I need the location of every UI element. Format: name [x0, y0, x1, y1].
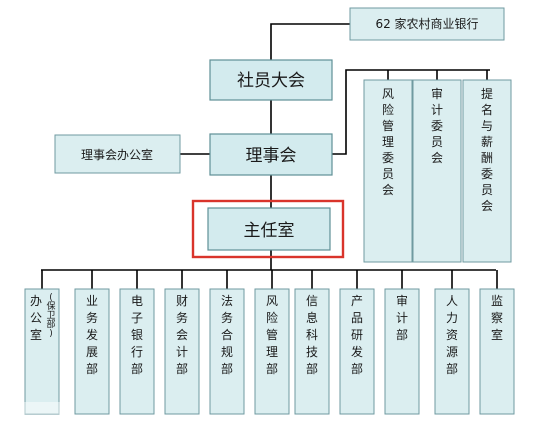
department-label: 办公室: [30, 293, 42, 342]
board-office-box: [54, 134, 181, 174]
committee-3: 提名与薪酬委员会: [462, 79, 512, 263]
committee-group: 风险管理委员会 审计委员会 提名与薪酬委员会: [363, 79, 512, 263]
department-box: [434, 288, 470, 415]
department-box: [254, 288, 290, 415]
department-label: 人力资源部: [446, 294, 458, 376]
general-assembly-box: [209, 59, 333, 101]
general-assembly-node: 社员大会: [209, 59, 333, 101]
department-box: [164, 288, 200, 415]
board-office-label: 理事会办公室: [81, 147, 153, 162]
watermark-logo: [5, 401, 70, 415]
department-label: 信息科技部: [306, 294, 318, 376]
department-label: 产品研发部: [351, 294, 363, 376]
department-group: 办公室 (保卫部) 业务发展部 电子银行部 财务会计部 法务合规部 风险管理部 信息科技部 产品…: [24, 288, 515, 415]
committee-label: 风险管理委员会: [382, 87, 394, 197]
board-label: 理事会: [246, 146, 297, 166]
watermark-mark: [24, 402, 70, 414]
watermark-icon: [5, 401, 19, 415]
committee-label: 审计委员会: [431, 86, 443, 165]
department-3: 电子银行部: [119, 288, 155, 415]
bank-node: 62 家农村商业银行: [349, 7, 505, 41]
department-label: 风险管理部: [266, 294, 278, 376]
connector-lines: [41, 23, 498, 289]
committee-box: [363, 79, 413, 263]
committee-label: 提名与薪酬委员会: [481, 86, 493, 213]
department-label: 法务合规部: [221, 294, 233, 376]
bank-box: [349, 7, 505, 41]
department-box: [209, 288, 245, 415]
department-9: 审计部: [384, 288, 420, 415]
committee-2: 审计委员会: [412, 79, 462, 263]
department-7: 信息科技部: [294, 288, 330, 415]
connector-committee-bus: [332, 69, 490, 155]
board-node: 理事会: [209, 133, 333, 176]
board-office-node: 理事会办公室: [54, 134, 181, 174]
department-note: (保卫部): [46, 293, 55, 339]
department-label: 业务发展部: [86, 294, 98, 376]
department-box: [119, 288, 155, 415]
director-office-box: [207, 207, 331, 251]
department-2: 业务发展部: [74, 288, 110, 415]
department-8: 产品研发部: [339, 288, 375, 415]
department-box: [339, 288, 375, 415]
director-office-node: 主任室: [191, 199, 345, 259]
department-11: 监察室: [479, 288, 515, 415]
department-box: [24, 288, 60, 415]
department-5: 法务合规部: [209, 288, 245, 415]
connector-bank: [270, 23, 350, 60]
director-highlight-frame: [191, 199, 345, 259]
department-6: 风险管理部: [254, 288, 290, 415]
board-box: [209, 133, 333, 176]
department-label: 审计部: [396, 293, 408, 342]
department-box: [294, 288, 330, 415]
department-label: 财务会计部: [176, 294, 188, 376]
department-box: [384, 288, 420, 415]
committee-box: [412, 79, 462, 263]
department-label: 监察室: [491, 294, 503, 342]
department-box: [74, 288, 110, 415]
bank-label: 62 家农村商业银行: [375, 16, 478, 31]
committee-box: [462, 79, 512, 263]
department-10: 人力资源部: [434, 288, 470, 415]
department-4: 财务会计部: [164, 288, 200, 415]
department-label: 电子银行部: [131, 294, 143, 376]
director-office-label: 主任室: [244, 221, 295, 241]
general-assembly-label: 社员大会: [237, 71, 305, 91]
department-box: [479, 288, 515, 415]
department-1: 办公室 (保卫部): [24, 288, 60, 415]
committee-1: 风险管理委员会: [363, 79, 413, 263]
